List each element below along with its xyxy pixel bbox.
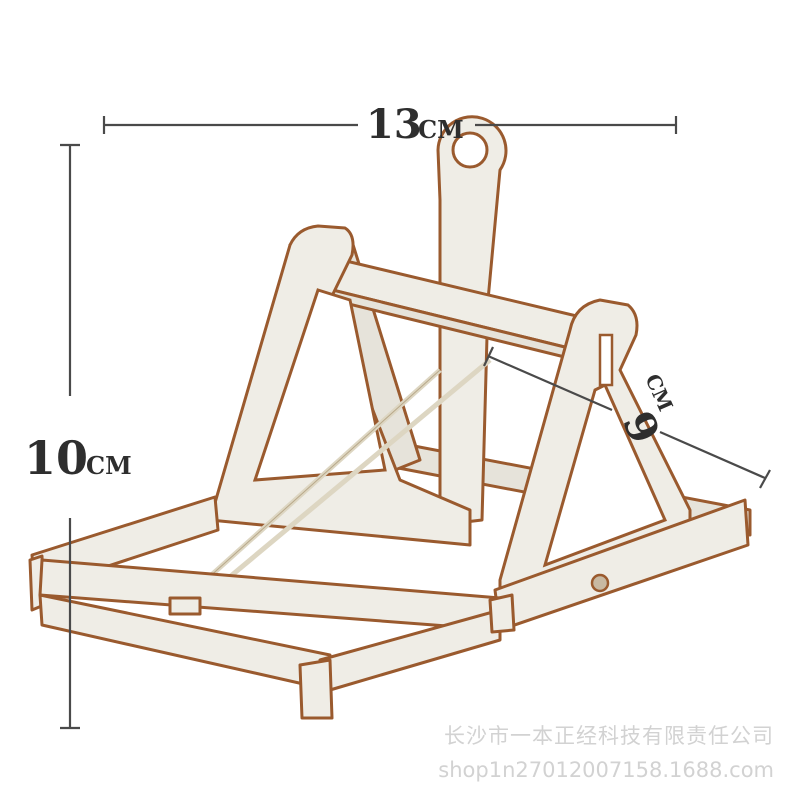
depth-dimension: 9 CM bbox=[483, 346, 771, 489]
height-unit: CM bbox=[86, 451, 132, 480]
height-dimension: 10 CM bbox=[24, 143, 132, 730]
axle-hole bbox=[590, 573, 610, 593]
band-peg bbox=[168, 596, 202, 616]
right-side-frame bbox=[498, 298, 692, 602]
watermark-shop-url: shop1n27012007158.1688.com bbox=[438, 758, 774, 782]
height-value: 10 bbox=[24, 431, 88, 485]
watermark-company: 长沙市一本正经科技有限责任公司 bbox=[444, 724, 774, 748]
right-frame-slot bbox=[598, 333, 614, 387]
front-bottom-crossbar bbox=[38, 593, 516, 720]
width-unit: CM bbox=[418, 115, 464, 144]
width-dimension: 13 CM bbox=[102, 101, 678, 148]
width-value: 13 bbox=[366, 101, 422, 148]
right-frame-cutout bbox=[542, 382, 668, 568]
left-side-frame bbox=[208, 224, 472, 547]
arm-ring-hole bbox=[451, 131, 489, 169]
depth-unit: CM bbox=[640, 370, 677, 415]
rubber-band bbox=[176, 358, 492, 612]
left-frame-cutout bbox=[252, 288, 387, 482]
